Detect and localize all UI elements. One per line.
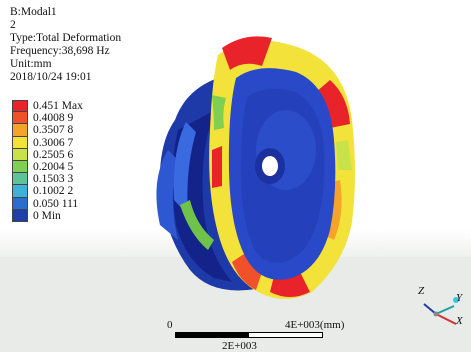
scale-segment-light — [249, 333, 322, 337]
analysis-name: B:Modal1 — [10, 6, 57, 18]
legend-row: 0.2004 5 — [12, 160, 83, 174]
model-hub-hole — [262, 156, 278, 176]
legend-row: 0.4008 9 — [12, 112, 83, 125]
model-rim-green-left — [212, 95, 226, 130]
legend-label: 0.1503 3 — [33, 173, 74, 186]
contour-legend[interactable]: 0.451 Max 0.4008 9 0.3507 8 0.3006 7 0.2… — [12, 100, 83, 222]
scale-end-label: 4E+003(mm) — [285, 319, 345, 331]
scale-start-label: 0 — [167, 319, 173, 331]
model-rim-orange-bottom — [232, 254, 262, 290]
legend-label: 0.2004 5 — [33, 161, 74, 174]
unit: Unit:mm — [10, 58, 52, 70]
model-rim-red-top — [222, 36, 272, 70]
axis-z-label: Z — [418, 285, 425, 297]
scale-bar: 0 4E+003(mm) 2E+003 — [167, 318, 344, 352]
result-type: Type:Total Deformation — [10, 32, 122, 44]
legend-swatch — [12, 136, 28, 149]
legend-swatch — [12, 148, 28, 161]
model-rim-red-right — [316, 80, 350, 128]
legend-label: 0 Min — [33, 209, 61, 222]
result-info: B:Modal1 2 Type:Total Deformation Freque… — [10, 6, 121, 84]
scale-bar-segments — [175, 332, 323, 338]
axis-x-label: X — [456, 315, 463, 327]
legend-row: 0.451 Max — [12, 100, 83, 113]
legend-label: 0.451 Max — [33, 100, 83, 113]
model-rim-green-right — [336, 140, 352, 170]
model-rim-red-left — [212, 146, 222, 188]
legend-swatch — [12, 173, 28, 186]
legend-swatch — [12, 160, 28, 174]
legend-label: 0.050 111 — [33, 197, 79, 210]
legend-swatch — [12, 209, 28, 222]
legend-row: 0.1002 2 — [12, 185, 83, 198]
model-fin-green — [180, 200, 214, 250]
axis-triad[interactable]: Z Y X — [412, 282, 468, 332]
legend-row: 0.1503 3 — [12, 173, 83, 186]
legend-swatch — [12, 112, 28, 125]
legend-row: 0.050 111 — [12, 197, 83, 210]
legend-row: 0 Min — [12, 209, 83, 222]
model-fin-left-1 — [156, 150, 178, 240]
legend-row: 0.2505 6 — [12, 148, 83, 161]
legend-swatch — [12, 197, 28, 210]
legend-label: 0.2505 6 — [33, 148, 74, 161]
scale-segment-dark — [176, 333, 249, 337]
axis-triad-icon — [423, 297, 459, 325]
legend-label: 0.4008 9 — [33, 112, 74, 125]
frequency: Frequency:38,698 Hz — [10, 45, 110, 57]
axis-y-label: Y — [456, 292, 463, 304]
timestamp: 2018/10/24 19:01 — [10, 71, 92, 83]
legend-label: 0.3006 7 — [33, 136, 74, 149]
legend-row: 0.3006 7 — [12, 136, 83, 149]
legend-swatch — [12, 124, 28, 137]
scale-mid-label: 2E+003 — [222, 340, 257, 352]
legend-label: 0.1002 2 — [33, 185, 74, 198]
legend-row: 0.3507 8 — [12, 124, 83, 137]
legend-label: 0.3507 8 — [33, 124, 74, 137]
legend-swatch — [12, 185, 28, 198]
legend-swatch — [12, 100, 28, 113]
mode-number: 2 — [10, 19, 16, 31]
model-fin-left-2 — [173, 122, 196, 215]
